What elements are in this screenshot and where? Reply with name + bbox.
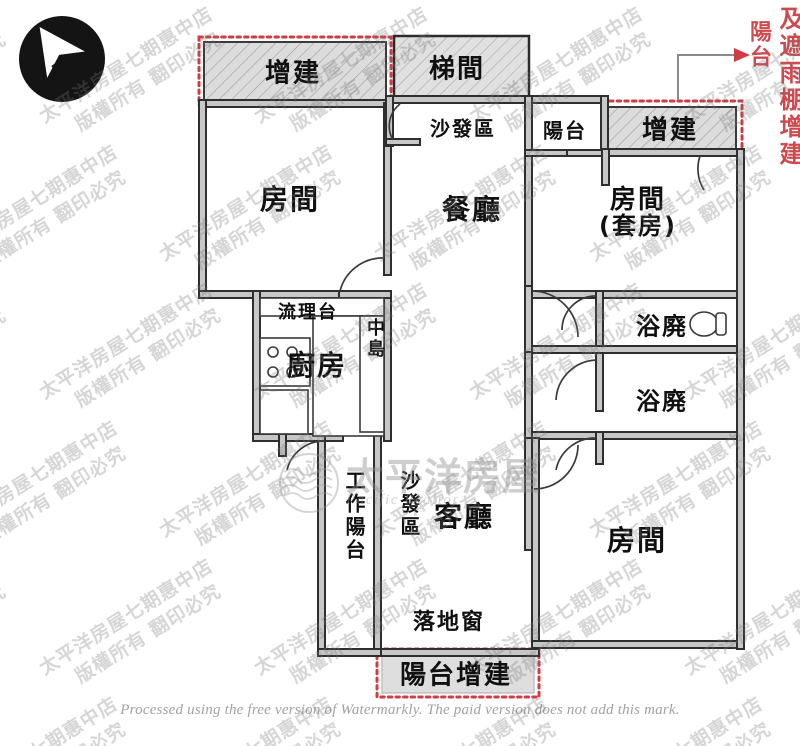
room-label-living-room: 客廳 [433,500,495,533]
suite-sub-label: (套房) [599,212,677,241]
stairwell-label: 梯間 [428,54,486,85]
room-label-bathroom-1: 浴廃 [636,312,688,341]
room-label-counter: 流理台 [278,302,338,323]
fixtures [259,297,727,437]
room-label-kitchen: 廚房 [286,349,348,382]
room-label-sofa-area-living: 沙發區 [397,470,421,539]
watermarkly-notice: Processed using the free version of Wate… [120,702,680,718]
annotation-rain-shed: 及遮雨棚增建 [775,6,800,168]
extension-label-top-left: 增建 [264,58,322,89]
extension-label-top-right: 增建 [641,115,699,146]
room-label-bedroom-1: 房間 [259,183,321,216]
door-swings [286,103,705,490]
room-label-bedroom-3: 房間 [606,524,668,557]
room-label-balcony-top: 陽台 [543,118,587,143]
room-label-french-window: 落地窗 [412,610,486,635]
room-label-bathroom-2: 浴廃 [636,387,688,416]
extension-outline-bottom [375,647,541,699]
room-label-dining: 餐廳 [441,193,503,226]
north-arrow-icon: N [19,16,105,102]
extension-label-bottom: 陽台增建 [399,660,513,691]
suite-main-label: 房間 [609,184,666,215]
room-label-work-balcony: 工作陽台 [342,470,366,562]
room-label-sofa-area-top: 沙發區 [430,116,496,141]
extension-callout-arrow [677,48,750,100]
room-label-island: 中島 [364,318,385,360]
extension-blocks [203,34,737,694]
room-label-bedroom-suite: 房間 (套房) [599,184,677,241]
annotation-balcony: 陽台 [746,20,771,70]
